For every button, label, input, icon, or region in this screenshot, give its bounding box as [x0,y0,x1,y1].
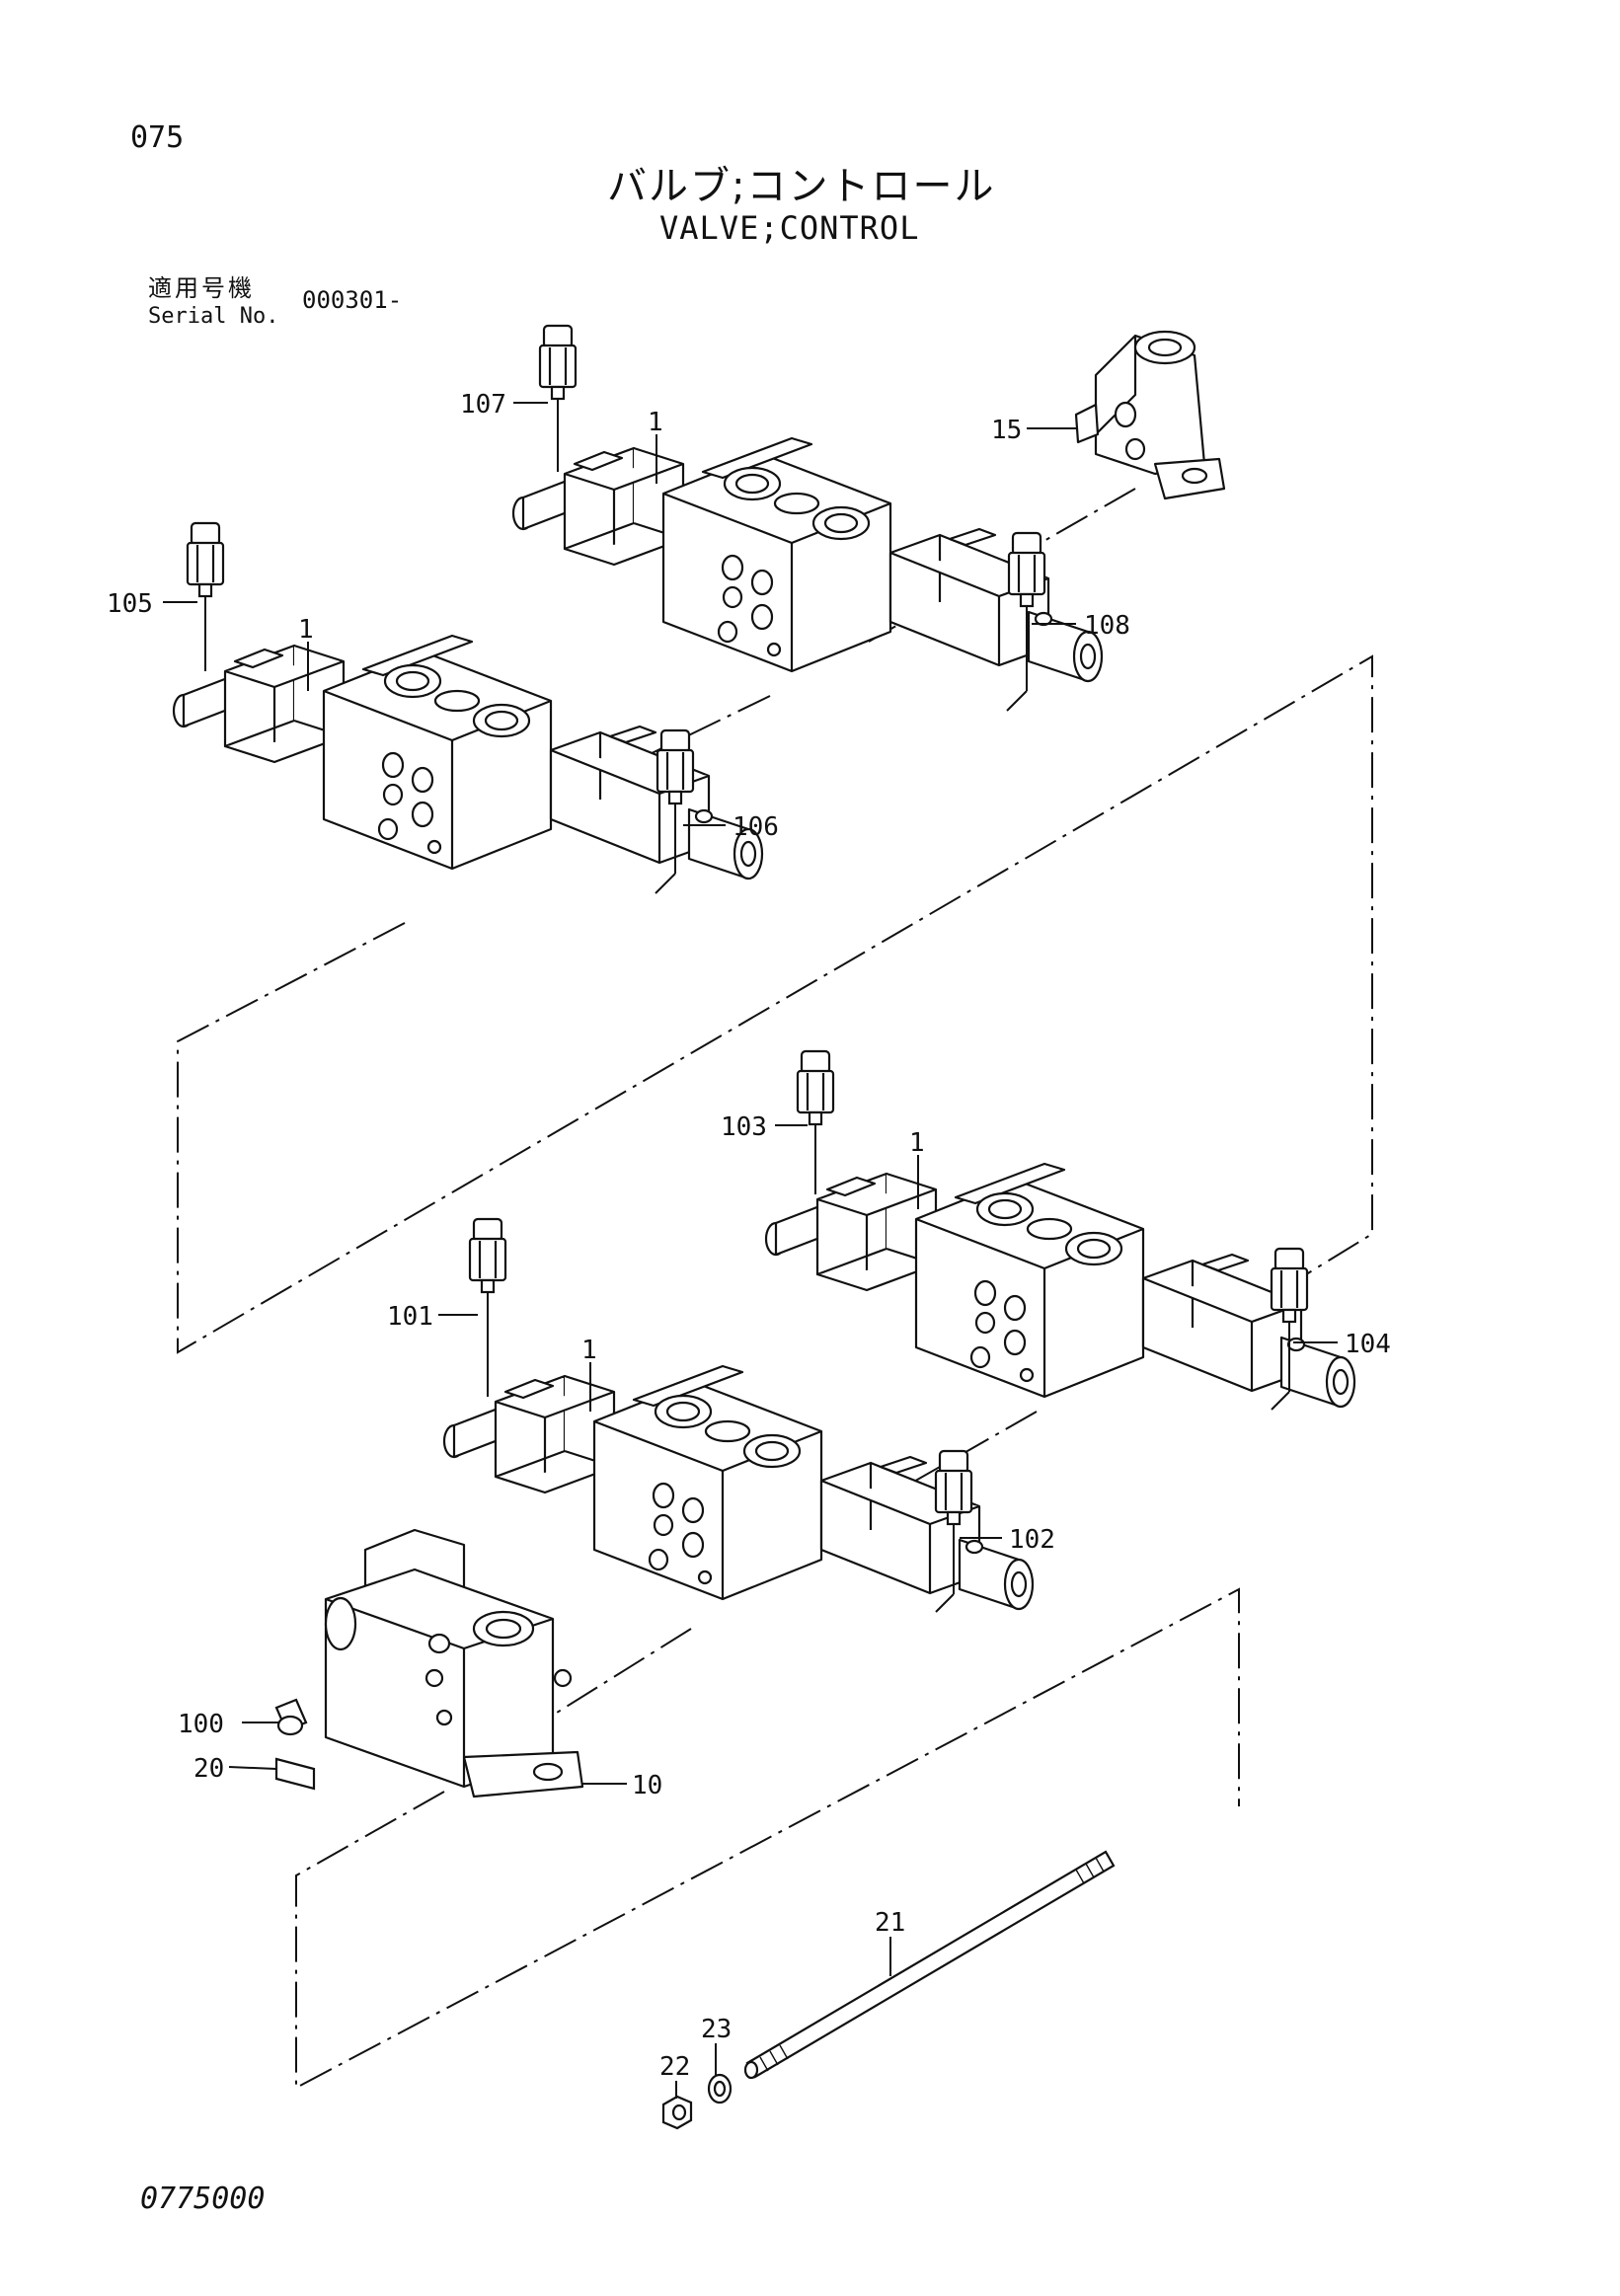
callout-label: 21 [875,1908,905,1938]
plug-100 [274,1698,308,1736]
plate-20 [274,1757,316,1791]
callout-label: 105 [107,589,153,619]
callout-label: 107 [460,390,506,420]
callout-label: 108 [1084,611,1130,641]
connector-101 [468,1217,507,1397]
connector-106 [655,728,695,894]
valve-section-1-right [764,1162,1356,1409]
title-japanese: バルブ;コントロール [607,164,996,209]
callout-label: 10 [632,1771,662,1800]
callout-label: 103 [721,1112,767,1142]
serial-label-english: Serial No. [148,304,279,329]
nut-22 [661,2095,693,2130]
callout-label: 1 [648,408,663,437]
serial-label-japanese: 適用号機 [148,274,255,302]
connector-103 [796,1049,835,1194]
callout-label: 106 [733,812,779,842]
inlet-body-10 [324,1528,584,1799]
callout-label: 20 [193,1754,224,1784]
connector-108 [1006,531,1046,712]
end-cover-15 [1074,330,1226,500]
callout-label: 104 [1345,1330,1391,1359]
tie-rod-21 [743,1850,1116,2080]
figure-code: 0775000 [140,2181,266,2216]
title-english: VALVE;CONTROL [659,209,920,247]
callout-label: 102 [1009,1525,1055,1555]
callout-label: 1 [909,1128,925,1158]
callout-label: 101 [387,1302,433,1332]
phantom-line [177,654,1373,1354]
callout-label: 22 [659,2052,690,2082]
callout-label: 100 [178,1710,224,1739]
connector-107 [538,324,578,472]
page-number: 075 [130,120,185,155]
phantom-line [295,1587,1240,2090]
callout-label: 1 [298,615,314,645]
callout-label: 23 [701,2015,732,2044]
serial-number-value: 000301- [302,286,403,314]
callout-label: 15 [991,416,1022,445]
connector-102 [934,1449,973,1613]
connector-105 [186,521,225,671]
callout-label: 1 [581,1336,597,1365]
washer-23 [707,2073,733,2105]
connector-104 [1270,1247,1309,1411]
